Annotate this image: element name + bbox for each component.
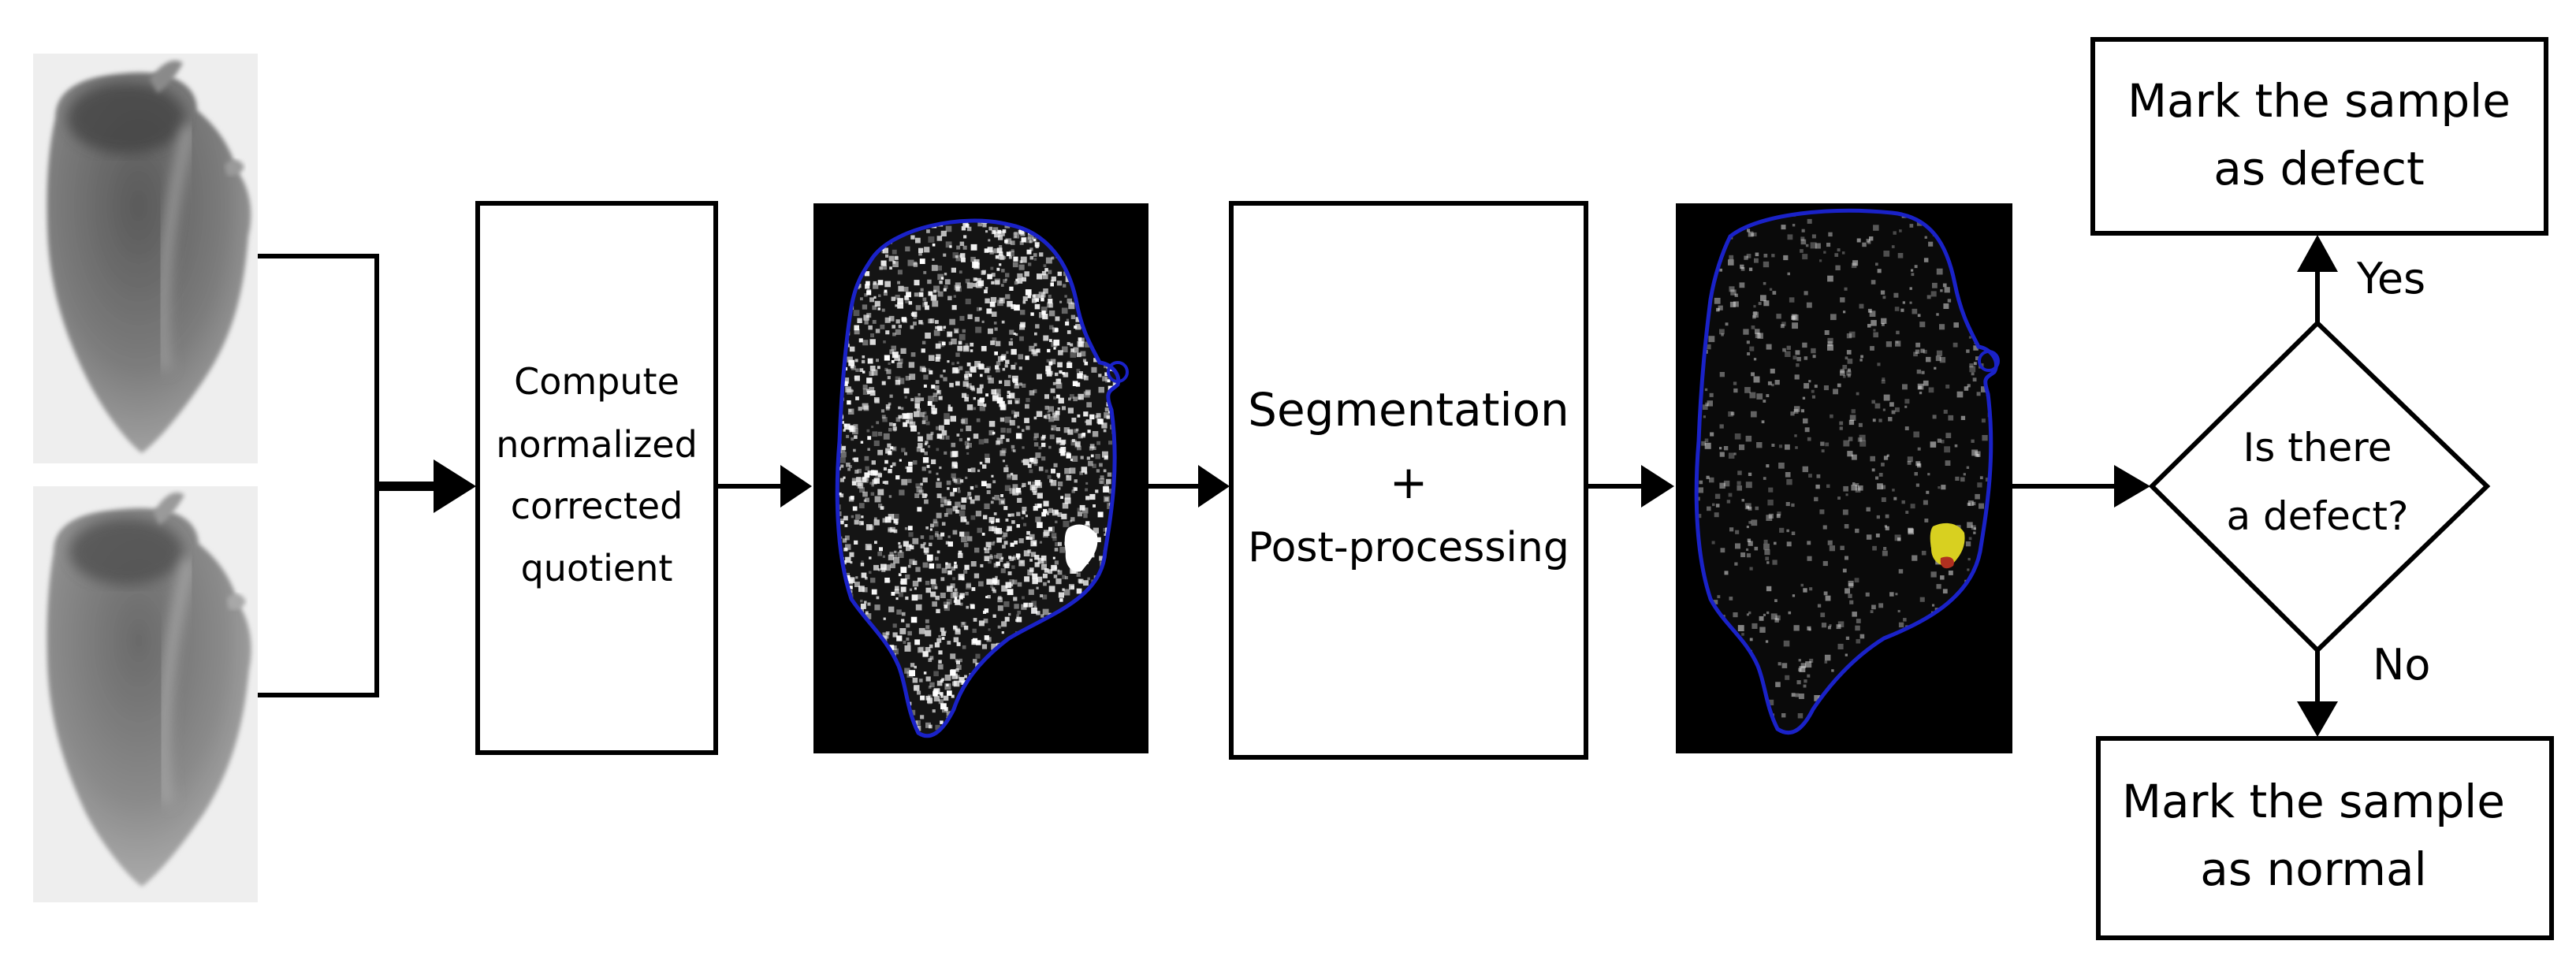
arrow-to-segmentation — [1198, 465, 1230, 508]
decision-label-1: Is there — [2243, 425, 2392, 470]
defect-box — [2090, 37, 2548, 236]
arrow-to-result — [1641, 465, 1674, 508]
normal-box-label-2: as normal — [2200, 842, 2426, 896]
defect-overlay-red — [1940, 556, 1954, 569]
result-image — [1676, 203, 2012, 753]
compute-label-2: normalized — [496, 423, 698, 466]
segmentation-box — [1229, 201, 1588, 760]
arrow-to-normal — [2297, 701, 2338, 737]
compute-label-3: corrected — [511, 485, 683, 527]
decision-label-2: a defect? — [2226, 493, 2408, 539]
compute-label-1: Compute — [514, 360, 679, 403]
arrow-to-decision — [2114, 465, 2150, 508]
arrow-to-compute — [434, 459, 476, 513]
seed-shape-top — [47, 72, 251, 454]
defect-box-label-2: as defect — [2213, 142, 2424, 195]
defect-spot — [1064, 524, 1098, 572]
compute-box — [475, 201, 718, 755]
arrow-to-quotient — [780, 465, 812, 508]
normal-box-label-1: Mark the sample — [2122, 775, 2505, 828]
segmentation-label-1: Segmentation — [1248, 383, 1569, 437]
decision-diamond — [2148, 319, 2491, 654]
seed-shape-bottom — [47, 508, 251, 887]
compute-label-4: quotient — [521, 547, 673, 589]
arrow-to-defect — [2297, 235, 2338, 272]
quotient-image — [813, 203, 1148, 753]
normal-box — [2096, 736, 2554, 940]
xray-image-top — [33, 54, 258, 463]
segmentation-label-2: + — [1390, 456, 1428, 509]
input-connectors — [258, 254, 437, 697]
defect-overlay — [1930, 522, 1965, 567]
yes-label: Yes — [2356, 254, 2425, 303]
defect-box-label-1: Mark the sample — [2127, 74, 2511, 128]
xray-image-bottom — [33, 486, 258, 902]
no-label: No — [2373, 640, 2430, 690]
segmentation-label-3: Post-processing — [1248, 524, 1569, 571]
